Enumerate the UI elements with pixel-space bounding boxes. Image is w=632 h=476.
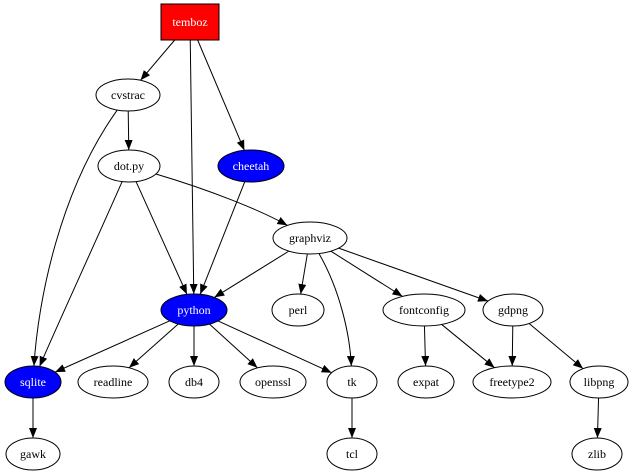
edge-graphviz-to-gdpng: [338, 247, 489, 302]
node-openssl-label: openssl: [255, 375, 292, 389]
edge-cvstrac-to-dotpy: [124, 110, 133, 151]
node-gdpng: gdpng: [482, 293, 544, 327]
node-expat-shape: [397, 365, 455, 399]
edge-graphviz-to-fontconfig: [330, 250, 403, 297]
node-freetype2: freetype2: [472, 365, 552, 399]
edge-cheetah-to-python: [199, 181, 246, 295]
node-dotpy-label: dot.py: [114, 159, 144, 173]
node-temboz-shape: [160, 3, 220, 41]
node-db4-shape: [168, 365, 220, 399]
node-perl: perl: [271, 293, 325, 327]
edge-temboz-to-cvstrac: [140, 39, 176, 81]
edge-graphviz-to-perl: [298, 253, 308, 295]
edge-dotpy-to-python: [135, 181, 188, 295]
node-tcl: tcl: [326, 437, 378, 471]
edge-python-to-openssl: [209, 323, 258, 369]
node-libpng-label: libpng: [584, 375, 615, 389]
edge-graphviz-to-tk: [318, 253, 355, 367]
edges-layer: [29, 39, 602, 439]
node-perl-label: perl: [289, 303, 308, 317]
edge-python-to-readline: [128, 323, 179, 369]
node-python-shape: [160, 293, 228, 327]
node-sqlite: sqlite: [4, 365, 62, 399]
node-perl-shape: [271, 293, 325, 327]
node-zlib-label: zlib: [588, 447, 606, 461]
node-zlib-shape: [571, 437, 623, 471]
node-python-label: python: [177, 303, 210, 317]
node-freetype2-label: freetype2: [489, 375, 534, 389]
node-zlib: zlib: [571, 437, 623, 471]
nodes-layer: temboz cvstrac dot.py cheetah graphviz python…: [4, 3, 629, 471]
node-db4-label: db4: [185, 375, 203, 389]
node-cheetah-label: cheetah: [233, 159, 270, 173]
node-tcl-shape: [326, 437, 378, 471]
node-cvstrac-shape: [95, 78, 161, 112]
edge-libpng-to-zlib: [593, 397, 602, 439]
node-fontconfig-shape: [382, 293, 466, 327]
node-libpng: libpng: [569, 365, 629, 399]
edge-python-to-tk: [217, 320, 332, 374]
edge-temboz-to-cheetah: [197, 39, 245, 151]
edge-cvstrac-to-sqlite: [30, 109, 118, 367]
edge-temboz-to-python: [189, 39, 198, 295]
node-readline-label: readline: [94, 375, 133, 389]
node-cheetah: cheetah: [217, 149, 285, 183]
edge-graphviz-to-python: [214, 250, 290, 298]
node-gdpng-label: gdpng: [498, 303, 528, 317]
node-sqlite-shape: [4, 365, 62, 399]
edge-gdpng-to-freetype2: [508, 325, 517, 367]
node-gdpng-shape: [482, 293, 544, 327]
edge-python-to-sqlite: [54, 320, 170, 373]
node-cvstrac-label: cvstrac: [111, 88, 145, 102]
node-dotpy-shape: [97, 149, 161, 183]
node-fontconfig: fontconfig: [382, 293, 466, 327]
node-cvstrac: cvstrac: [95, 78, 161, 112]
node-expat-label: expat: [413, 375, 440, 389]
node-graphviz: graphviz: [272, 221, 348, 255]
node-db4: db4: [168, 365, 220, 399]
node-graphviz-label: graphviz: [289, 231, 331, 245]
node-freetype2-shape: [472, 365, 552, 399]
node-tcl-label: tcl: [346, 447, 359, 461]
node-readline: readline: [77, 365, 149, 399]
node-tk-label: tk: [347, 375, 356, 389]
node-tk: tk: [326, 365, 378, 399]
edge-fontconfig-to-freetype2: [441, 324, 495, 369]
node-graphviz-shape: [272, 221, 348, 255]
edge-fontconfig-to-expat: [421, 325, 430, 367]
node-gawk-shape: [5, 437, 61, 471]
node-openssl-shape: [239, 365, 307, 399]
node-openssl: openssl: [239, 365, 307, 399]
node-dotpy: dot.py: [97, 149, 161, 183]
node-readline-shape: [77, 365, 149, 399]
node-cheetah-shape: [217, 149, 285, 183]
node-gawk-label: gawk: [20, 447, 46, 461]
node-python: python: [160, 293, 228, 327]
node-gawk: gawk: [5, 437, 61, 471]
node-tk-shape: [326, 365, 378, 399]
node-fontconfig-label: fontconfig: [399, 303, 449, 317]
edge-dotpy-to-graphviz: [155, 173, 288, 226]
edge-dotpy-to-sqlite: [39, 181, 123, 367]
node-temboz: temboz: [160, 3, 220, 41]
node-temboz-label: temboz: [172, 15, 207, 29]
node-libpng-shape: [569, 365, 629, 399]
node-sqlite-label: sqlite: [20, 375, 46, 389]
edge-gdpng-to-libpng: [528, 323, 584, 370]
node-expat: expat: [397, 365, 455, 399]
